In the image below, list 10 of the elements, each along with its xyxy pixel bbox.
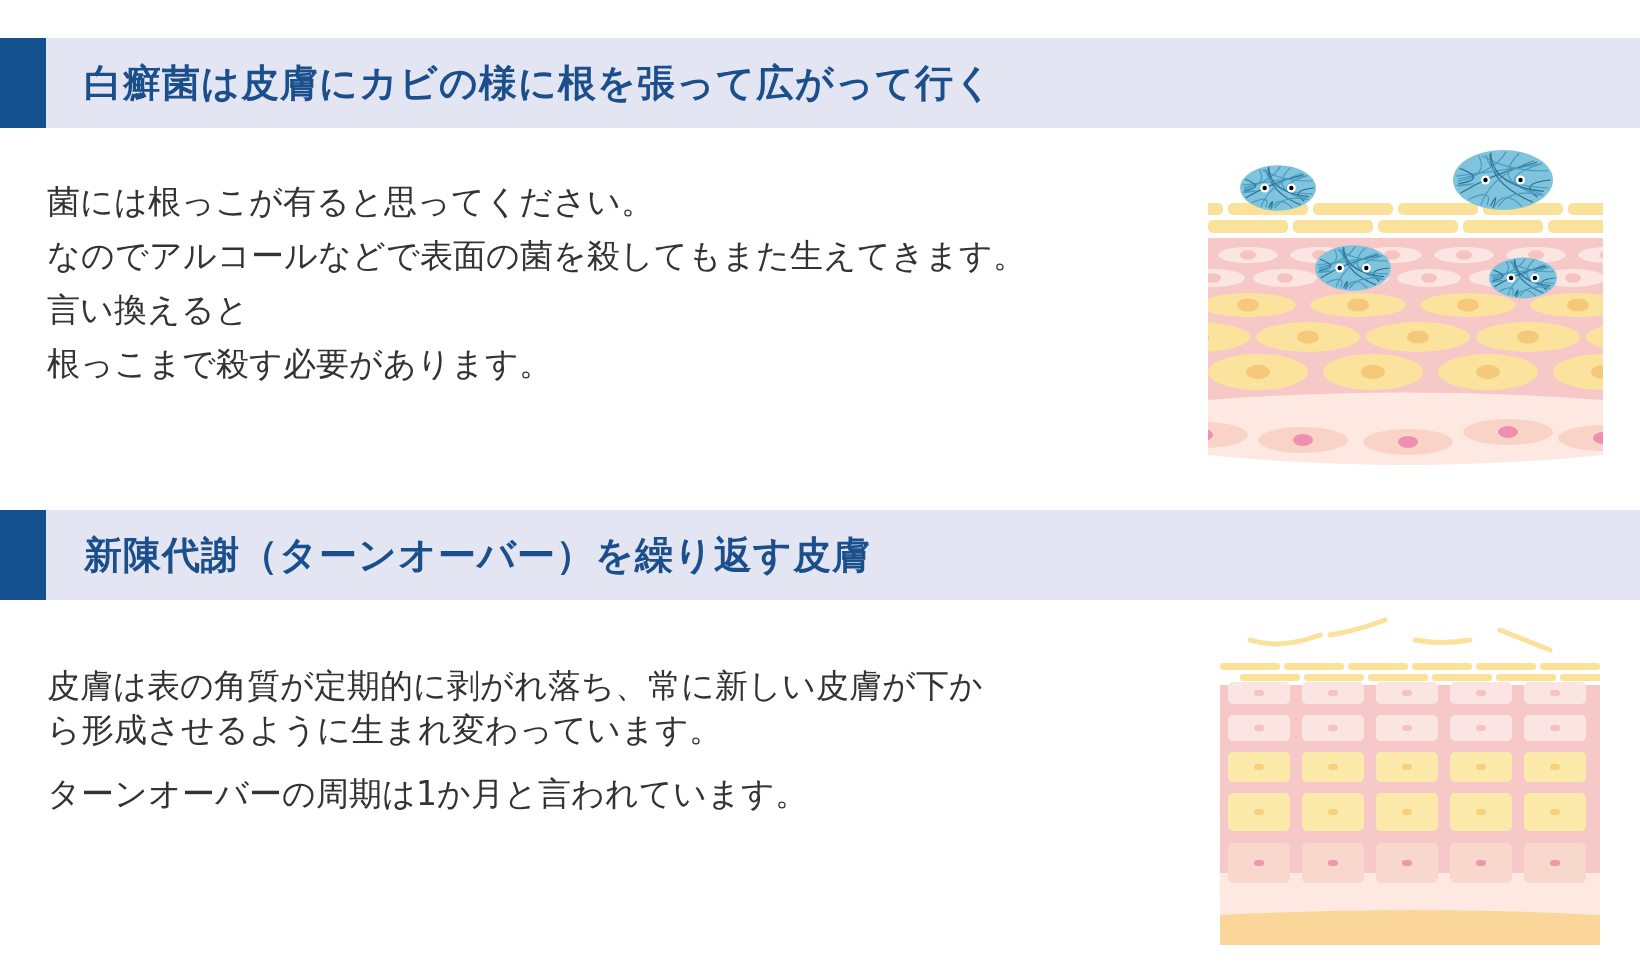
- body-text: ターンオーバーの周期は1か月と言われています。: [47, 773, 808, 815]
- heading-text: 白癬菌は皮膚にカビの様に根を張って広がって行く: [84, 59, 994, 107]
- body-text: なのでアルコールなどで表面の菌を殺してもまた生えてきます。: [47, 235, 1026, 277]
- heading-text: 新陳代謝（ターンオーバー）を繰り返す皮膚: [84, 531, 871, 579]
- body-text: 根っこまで殺す必要があります。: [47, 343, 552, 385]
- body-text: 言い換えると: [47, 289, 249, 331]
- body-text: 皮膚は表の角質が定期的に剥がれ落ち、常に新しい皮膚が下から形成させるように生まれ変わっています。: [47, 665, 984, 751]
- heading-band: [0, 38, 1640, 128]
- body-text: 菌には根っこが有ると思ってください。: [47, 181, 654, 223]
- heading-band: [0, 510, 1640, 600]
